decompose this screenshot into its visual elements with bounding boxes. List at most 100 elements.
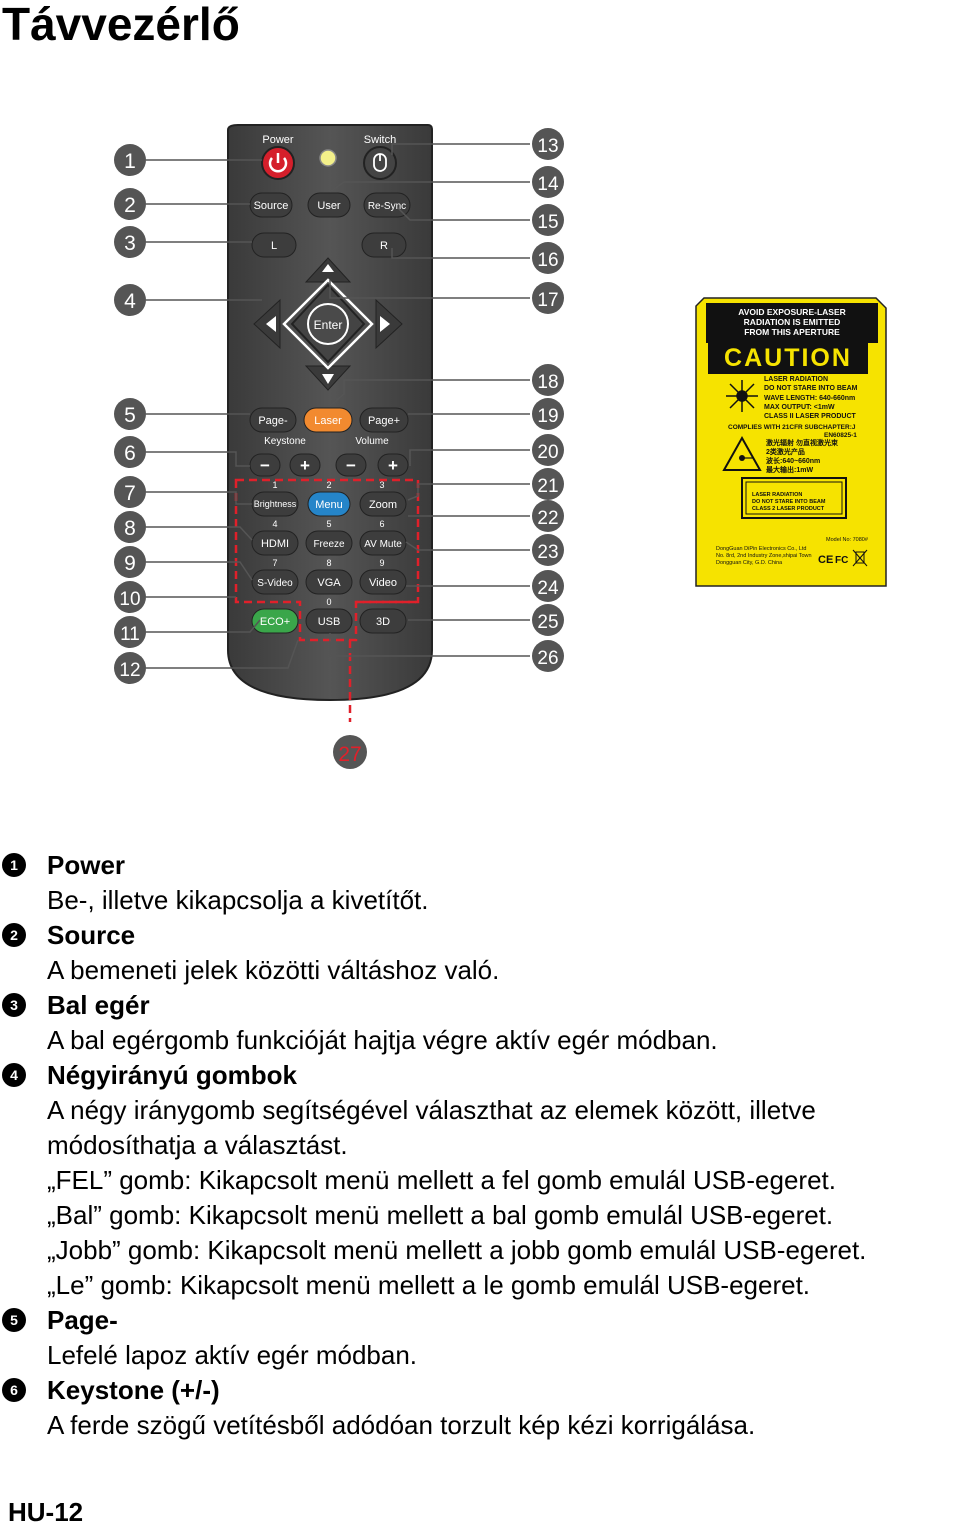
freeze-button[interactable] bbox=[305, 530, 353, 556]
caution-complies: COMPLIES WITH 21CFR SUBCHAPTER:J bbox=[728, 424, 856, 431]
vga-label: VGA bbox=[317, 577, 341, 589]
callout-19: 19 bbox=[537, 406, 558, 427]
zoom-button[interactable] bbox=[359, 491, 407, 517]
keystone-plus-label: + bbox=[300, 456, 310, 475]
threed-label: 3D bbox=[376, 616, 390, 628]
power-label: Power bbox=[262, 134, 294, 146]
callout-4: 4 bbox=[124, 290, 136, 313]
callout-8: 8 bbox=[124, 517, 136, 540]
svideo-button[interactable] bbox=[251, 569, 299, 595]
item-number: 1 bbox=[2, 853, 26, 877]
callout-22: 22 bbox=[537, 508, 558, 529]
callout-25: 25 bbox=[537, 612, 558, 633]
callout-23: 23 bbox=[537, 542, 558, 563]
menu-label: Menu bbox=[315, 499, 343, 511]
weee-bin-icon bbox=[852, 549, 868, 567]
menu-button[interactable] bbox=[307, 491, 351, 517]
callout-27: 27 bbox=[338, 743, 361, 766]
item-title: Bal egér bbox=[47, 990, 150, 1020]
list-item: 2 Source A bemeneti jelek közötti váltás… bbox=[0, 918, 960, 988]
brightness-label: Brightness bbox=[254, 499, 297, 509]
list-item: 4 Négyirányú gombok A négy iránygomb seg… bbox=[0, 1058, 960, 1303]
source-button-label: Source bbox=[254, 200, 289, 212]
keystone-minus-label: − bbox=[260, 456, 270, 475]
caution-box-1: LASER RADIATION bbox=[752, 492, 802, 498]
right-arrow-icon bbox=[380, 316, 390, 332]
caution-maker-2: No. 8rd, 2nd Industry Zone,shipai Town bbox=[716, 553, 812, 559]
list-item: 3 Bal egér A bal egérgomb funkcióját haj… bbox=[0, 988, 960, 1058]
caution-label: AVOID EXPOSURE-LASER RADIATION IS EMITTE… bbox=[695, 297, 887, 587]
digit-7: 7 bbox=[272, 558, 277, 568]
resync-button[interactable] bbox=[363, 192, 411, 218]
button-descriptions: 1 Power Be-, illetve kikapcsolja a kivet… bbox=[0, 848, 960, 1443]
callout-7: 7 bbox=[124, 482, 136, 505]
av-mute-label: AV Mute bbox=[364, 539, 402, 550]
caution-line-5: CLASS II LASER PRODUCT bbox=[764, 413, 857, 420]
callout-9: 9 bbox=[124, 552, 136, 575]
callout-16: 16 bbox=[537, 250, 558, 271]
item-title: Négyirányú gombok bbox=[47, 1060, 297, 1090]
hdmi-button[interactable] bbox=[251, 530, 299, 556]
item-text: Be-, illetve kikapcsolja a kivetítőt. bbox=[47, 885, 429, 915]
page-number: HU-12 bbox=[8, 1497, 84, 1527]
callout-17: 17 bbox=[537, 290, 558, 311]
zoom-label: Zoom bbox=[369, 499, 397, 511]
page-up-button[interactable] bbox=[359, 407, 409, 433]
right-leader-lines bbox=[329, 143, 530, 657]
callout-10: 10 bbox=[119, 589, 140, 610]
item-text: „Jobb” gomb: Kikapcsolt menü mellett a j… bbox=[47, 1235, 867, 1265]
av-mute-button[interactable] bbox=[359, 530, 407, 556]
volume-minus-button[interactable] bbox=[335, 453, 367, 477]
down-arrow-icon bbox=[322, 374, 334, 384]
usb-button[interactable] bbox=[305, 608, 353, 634]
vga-button[interactable] bbox=[305, 569, 353, 595]
eco-button[interactable] bbox=[251, 608, 299, 634]
list-item: 1 Power Be-, illetve kikapcsolja a kivet… bbox=[0, 848, 960, 918]
page-down-label: Page- bbox=[258, 415, 288, 427]
ce-mark: CE bbox=[818, 554, 833, 566]
page-down-button[interactable] bbox=[249, 407, 297, 433]
video-button[interactable] bbox=[359, 569, 407, 595]
source-button[interactable] bbox=[249, 192, 293, 218]
item-title: Power bbox=[47, 850, 126, 880]
digit-5: 5 bbox=[326, 519, 331, 529]
list-item: 6 Keystone (+/-) A ferde szögű vetítésbő… bbox=[0, 1373, 960, 1443]
caution-maker-3: Dongguan City, G.D. China bbox=[716, 560, 783, 566]
callout-5: 5 bbox=[124, 404, 136, 427]
led-indicator-icon bbox=[319, 149, 337, 167]
keystone-minus-button[interactable] bbox=[249, 453, 281, 477]
digit-3: 3 bbox=[379, 480, 384, 490]
left-arrow-icon bbox=[266, 316, 276, 332]
keystone-plus-button[interactable] bbox=[289, 453, 321, 477]
svideo-label: S-Video bbox=[257, 578, 293, 589]
user-button[interactable] bbox=[307, 192, 351, 218]
keystone-label: Keystone bbox=[264, 436, 306, 447]
threed-button[interactable] bbox=[359, 608, 407, 634]
item-text: „FEL” gomb: Kikapcsolt menü mellett a fe… bbox=[47, 1165, 837, 1195]
caution-maker-1: DongGuan DiPin Electronics Co., Ltd bbox=[716, 546, 807, 552]
mouse-right-button[interactable] bbox=[361, 232, 407, 258]
digit-4: 4 bbox=[272, 519, 277, 529]
enter-button-ring[interactable] bbox=[307, 303, 349, 345]
callout-20: 20 bbox=[537, 442, 558, 463]
caution-header-2: RADIATION IS EMITTED bbox=[744, 317, 841, 327]
digit-9: 9 bbox=[379, 558, 384, 568]
video-label: Video bbox=[369, 577, 397, 589]
callout-12: 12 bbox=[119, 660, 140, 681]
item-number: 4 bbox=[2, 1063, 26, 1087]
left-callouts: 1 2 3 4 5 6 7 8 9 10 11 12 bbox=[114, 144, 146, 684]
caution-box-3: CLASS 2 LASER PRODUCT bbox=[752, 506, 825, 512]
callout-26: 26 bbox=[537, 648, 558, 669]
callout-13: 13 bbox=[537, 136, 558, 157]
mouse-left-button[interactable] bbox=[251, 232, 297, 258]
callout-6: 6 bbox=[124, 442, 136, 465]
page-up-label: Page+ bbox=[368, 415, 400, 427]
caution-word: CAUTION bbox=[724, 344, 852, 372]
digit-6: 6 bbox=[379, 519, 384, 529]
volume-plus-button[interactable] bbox=[377, 453, 409, 477]
switch-button[interactable] bbox=[363, 146, 397, 180]
callout-18: 18 bbox=[537, 372, 558, 393]
item-number: 3 bbox=[2, 993, 26, 1017]
freeze-label: Freeze bbox=[313, 539, 345, 550]
laser-button[interactable] bbox=[303, 407, 353, 433]
